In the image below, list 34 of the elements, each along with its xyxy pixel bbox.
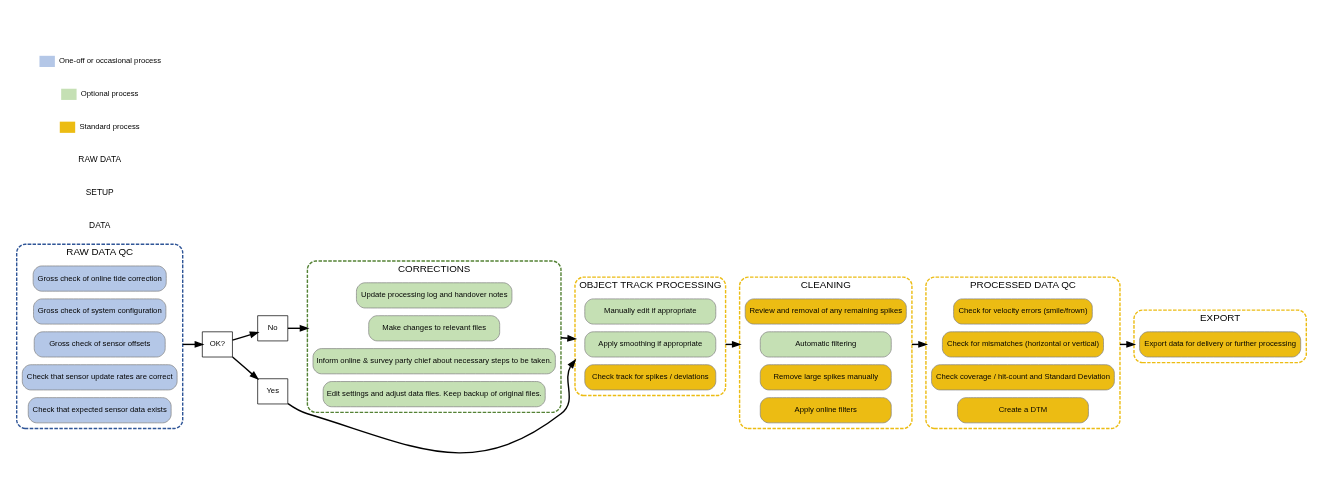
label: DATA <box>89 219 111 230</box>
node-box: Check for velocity errors (smile/frown) <box>953 298 1093 324</box>
legend-label: Optional process <box>80 88 139 98</box>
node-box: Automatic filtering <box>759 330 892 357</box>
arrow <box>231 355 260 380</box>
node-box: Remove large spikes manually <box>759 363 892 390</box>
node-box: Check coverage / hit-count and Standard Deviation <box>931 363 1115 390</box>
node-box: Export data for delivery or further processing <box>1139 330 1302 357</box>
label: SETUP <box>85 186 114 197</box>
node-box: Gross check of online tide correction <box>32 265 167 292</box>
node-box: Check that sensor update rates are correct <box>21 363 178 390</box>
arrow <box>560 334 578 342</box>
node-box: Create a DTM <box>957 396 1089 423</box>
arrow <box>231 331 260 341</box>
node-box: OK? <box>202 330 233 357</box>
node-box: Update processing log and handover notes <box>356 281 513 308</box>
node-box: Gross check of sensor offsets <box>33 330 166 357</box>
node-box: Manually edit if appropriate <box>584 298 717 324</box>
node-box: Gross check of system configuration <box>33 298 167 324</box>
legend-label: Standard process <box>79 121 140 131</box>
node-box: Review and removal of any remaining spikes <box>744 298 907 324</box>
node-box: Edit settings and adjust data files. Keep backup of original files. <box>322 380 546 407</box>
node-box: No <box>257 314 289 341</box>
legend-label: One-off or occasional process <box>59 55 162 65</box>
node-box: Check for mismatches (horizontal or vertical) <box>942 330 1104 357</box>
arrow <box>287 358 577 454</box>
node-box: Apply smoothing if appropriate <box>584 330 717 357</box>
node-box: Apply online filters <box>759 396 892 423</box>
label: RAW DATA <box>78 153 122 164</box>
node-box: Check track for spikes / deviations <box>584 363 717 390</box>
node-box: Yes <box>257 377 289 404</box>
node-box: Make changes to relevant files <box>368 314 501 341</box>
node-box: Check that expected sensor data exists <box>27 396 172 423</box>
node-box: Inform online & survey party chief about necessary steps to be taken. <box>312 347 556 374</box>
